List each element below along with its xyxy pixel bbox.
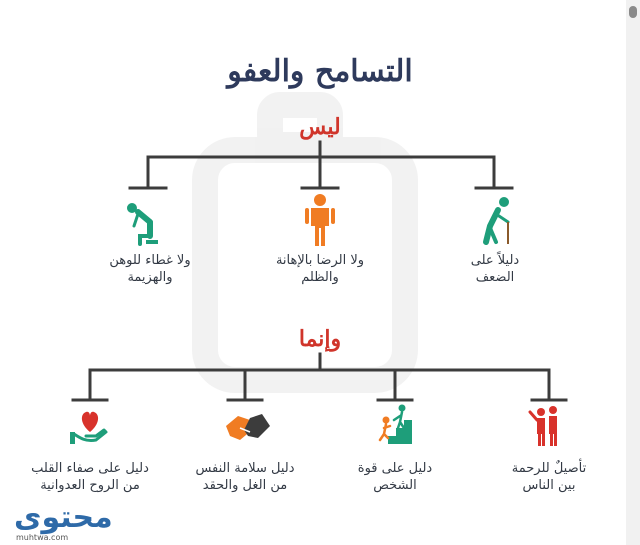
section-heading-not: ليس	[299, 114, 341, 140]
bottom-item-4-label: دليل على صفاء القلب من الروح العدوانية	[31, 461, 149, 493]
bottom-item-3-label: دليل سلامة النفس من الغل والحقد	[195, 461, 295, 493]
person-standing-icon	[305, 194, 335, 246]
section-heading-but: وإنما	[298, 326, 342, 352]
person-sitting-defeated-icon	[127, 203, 158, 246]
heart-in-hand-icon	[70, 411, 108, 444]
bottom-item-1-label: تأصيلٌ للرحمة بين الناس	[511, 461, 587, 493]
top-item-3-label: ولا غطاء للوهن والهزيمة	[109, 253, 191, 285]
scrollbar-thumb[interactable]	[629, 6, 637, 18]
elderly-with-cane-icon	[483, 197, 510, 245]
brand-url: muhtwa.com	[16, 533, 69, 542]
diagram-title: التسامح والعفو	[227, 54, 413, 89]
top-item-2-label: ولا الرضا بالإهانة والظلم	[275, 253, 365, 285]
handshake-icon	[226, 414, 270, 440]
scrollbar-track[interactable]	[626, 0, 640, 545]
bottom-item-2-label: دليل على قوة الشخص	[357, 461, 433, 493]
people-group-icon	[528, 406, 557, 446]
watermark-logo-icon	[192, 92, 418, 393]
brand-logo: محتوى	[14, 500, 113, 535]
climbing-stairs-icon	[378, 404, 412, 444]
top-item-1-label: دليلاً على الضعف	[470, 253, 520, 285]
